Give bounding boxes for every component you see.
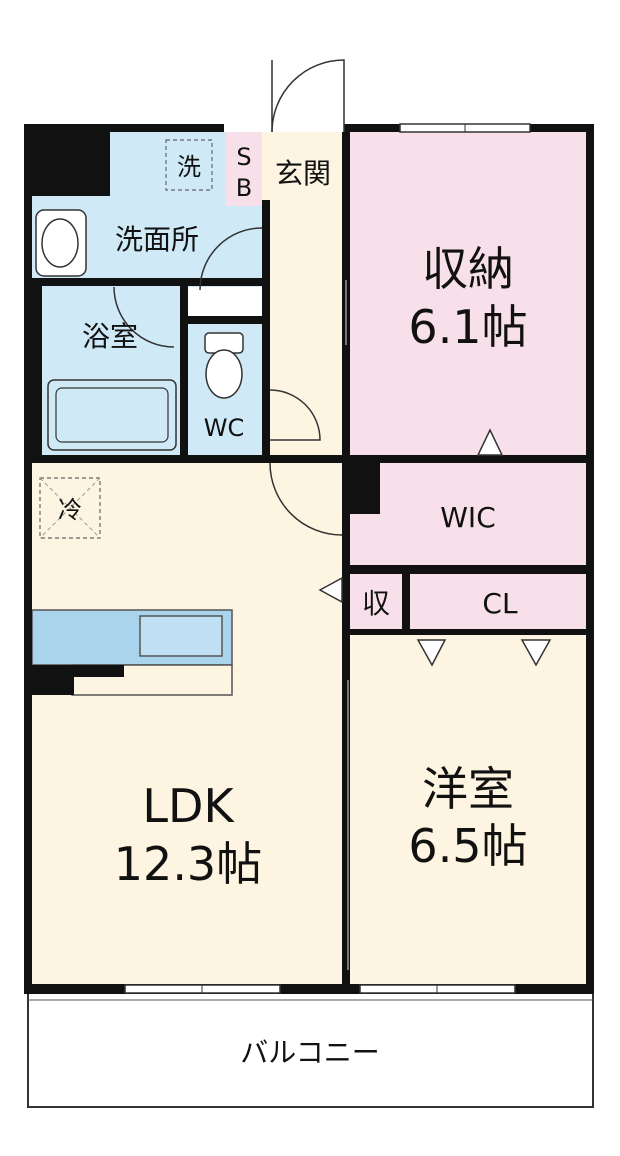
wic-label: WIC — [440, 501, 496, 534]
bathroom-label: 浴室 — [82, 320, 138, 353]
western-room-size: 6.5帖 — [408, 819, 527, 873]
washroom-label: 洗面所 — [115, 223, 199, 256]
shoebox-area — [226, 132, 262, 206]
storage-room-name: 収納 — [422, 242, 514, 296]
closet-label: CL — [482, 587, 518, 620]
small-storage-area — [348, 574, 408, 629]
ldk-size: 12.3帖 — [114, 837, 262, 891]
washer-label: 洗 — [177, 153, 201, 181]
washer-space — [165, 139, 213, 191]
western-room-name: 洋室 — [422, 762, 514, 816]
ldk-name: LDK — [142, 779, 235, 833]
ldk-area — [32, 462, 342, 984]
fridge-space — [39, 477, 101, 539]
entrance-label: 玄関 — [275, 157, 331, 190]
closet-area — [410, 574, 588, 629]
storage-room-area — [348, 132, 588, 455]
western-room-area — [350, 632, 588, 984]
wic-area — [348, 462, 588, 565]
kitchen-sink — [139, 615, 223, 657]
balcony-area — [27, 991, 594, 1108]
bathtub — [47, 379, 177, 451]
shoebox-s-label: S — [236, 143, 251, 171]
balcony-label: バルコニー — [240, 1036, 379, 1069]
fridge-label: 冷 — [58, 496, 82, 524]
shoebox-b-label: B — [236, 174, 252, 202]
storage-room-size: 6.1帖 — [408, 300, 527, 354]
small-storage-label: 収 — [362, 587, 390, 620]
toilet-label: WC — [204, 414, 245, 442]
